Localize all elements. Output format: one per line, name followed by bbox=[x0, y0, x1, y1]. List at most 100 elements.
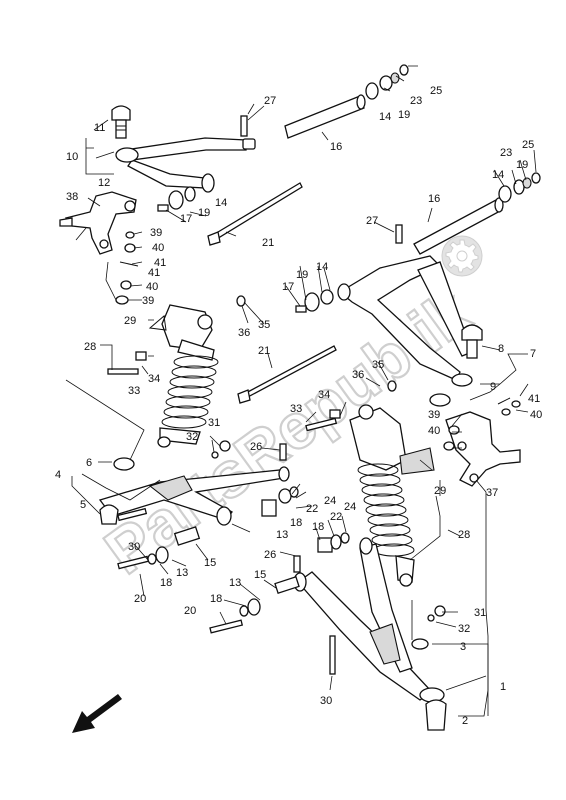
small-parts-left bbox=[115, 231, 139, 305]
callout-38: 38 bbox=[66, 191, 78, 203]
shock-absorber-right bbox=[349, 404, 435, 587]
callout-40c: 40 bbox=[428, 425, 440, 437]
callout-35a: 35 bbox=[258, 319, 270, 331]
callout-10: 10 bbox=[66, 151, 78, 163]
knuckle-right bbox=[429, 393, 521, 487]
callout-41b: 41 bbox=[148, 267, 160, 279]
callout-9: 9 bbox=[490, 381, 496, 393]
callout-13b: 13 bbox=[276, 529, 288, 541]
callout-19b: 19 bbox=[198, 207, 210, 219]
callout-40b: 40 bbox=[146, 281, 158, 293]
callout-22a: 22 bbox=[306, 503, 318, 515]
watermark: PartsRepublik bbox=[92, 276, 483, 587]
callout-20b: 20 bbox=[184, 605, 196, 617]
callout-32a: 32 bbox=[186, 431, 198, 443]
callout-18b: 18 bbox=[290, 517, 302, 529]
callout-25b: 25 bbox=[522, 139, 534, 151]
ball-joint-upper-left bbox=[111, 105, 131, 139]
callout-14d: 14 bbox=[492, 169, 504, 181]
callout-19d: 19 bbox=[516, 159, 528, 171]
callout-13a: 13 bbox=[176, 567, 188, 579]
callout-8: 8 bbox=[498, 343, 504, 355]
lower-left-hardware bbox=[117, 443, 299, 570]
callout-30b: 30 bbox=[320, 695, 332, 707]
callout-19c: 19 bbox=[296, 269, 308, 281]
callout-30a: 30 bbox=[128, 541, 140, 553]
callout-34a: 34 bbox=[148, 373, 160, 385]
callout-21b: 21 bbox=[258, 345, 270, 357]
callout-3: 3 bbox=[460, 641, 466, 653]
callout-31a: 31 bbox=[208, 417, 220, 429]
small-parts-right bbox=[443, 397, 521, 451]
bushings-left bbox=[157, 186, 196, 212]
callout-24a: 24 bbox=[324, 495, 336, 507]
callout-34b: 34 bbox=[318, 389, 330, 401]
callout-14c: 14 bbox=[316, 261, 328, 273]
callout-39b: 39 bbox=[142, 295, 154, 307]
callout-22b: 22 bbox=[330, 511, 342, 523]
callout-18c: 18 bbox=[312, 521, 324, 533]
callout-23a: 23 bbox=[410, 95, 422, 107]
upper-arm-left bbox=[115, 94, 366, 193]
leader-lines bbox=[65, 65, 537, 717]
callout-15a: 15 bbox=[204, 557, 216, 569]
callout-25a: 25 bbox=[430, 85, 442, 97]
callout-37: 37 bbox=[486, 487, 498, 499]
callout-numbers: 1 2 3 4 5 6 7 8 9 10 11 12 13 13 13 14 1… bbox=[55, 85, 542, 727]
grease-nipple-upper-left bbox=[240, 115, 248, 137]
callout-36b: 36 bbox=[352, 369, 364, 381]
lower-arm-left bbox=[98, 457, 290, 526]
callout-11: 11 bbox=[94, 122, 105, 134]
lower-arm-right bbox=[293, 537, 445, 703]
callout-4: 4 bbox=[55, 469, 61, 481]
callout-33b: 33 bbox=[290, 403, 302, 415]
shock-absorber-left bbox=[148, 304, 219, 448]
callout-21a: 21 bbox=[262, 237, 274, 249]
callout-16a: 16 bbox=[330, 141, 342, 153]
direction-arrow-icon bbox=[72, 694, 122, 733]
callout-28b: 28 bbox=[458, 529, 470, 541]
pivot-bolt-right bbox=[237, 345, 337, 404]
callout-35b: 35 bbox=[372, 359, 384, 371]
callout-17b: 17 bbox=[282, 281, 294, 293]
callout-6: 6 bbox=[86, 457, 92, 469]
ball-joint-upper-right bbox=[461, 324, 483, 359]
callout-18d: 18 bbox=[210, 593, 222, 605]
callout-36a: 36 bbox=[238, 327, 250, 339]
callout-40a: 40 bbox=[152, 242, 164, 254]
callout-26a: 26 bbox=[250, 441, 262, 453]
callout-23b: 23 bbox=[500, 147, 512, 159]
callout-39c: 39 bbox=[428, 409, 440, 421]
callout-19a: 19 bbox=[398, 109, 410, 121]
callout-2: 2 bbox=[462, 715, 468, 727]
callout-39a: 39 bbox=[150, 227, 162, 239]
bushings-right bbox=[295, 172, 541, 313]
callout-32b: 32 bbox=[458, 623, 470, 635]
callout-29b: 29 bbox=[434, 485, 446, 497]
callout-40d: 41 bbox=[528, 393, 540, 405]
washers-top bbox=[365, 64, 409, 100]
callout-14a: 14 bbox=[379, 111, 391, 123]
lower-right-hardware bbox=[209, 532, 447, 731]
gear-icon bbox=[441, 235, 483, 277]
callout-15b: 15 bbox=[254, 569, 266, 581]
callout-18a: 18 bbox=[160, 577, 172, 589]
callout-12: 12 bbox=[98, 177, 110, 189]
callout-14b: 14 bbox=[215, 197, 227, 209]
callout-24b: 24 bbox=[344, 501, 356, 513]
callout-41a: 41 bbox=[154, 257, 166, 269]
callout-39d: 40 bbox=[530, 409, 542, 421]
shock-hardware-right bbox=[305, 380, 446, 622]
pivot-bolt-left bbox=[207, 182, 303, 246]
callout-5: 5 bbox=[80, 499, 86, 511]
callout-29a: 29 bbox=[124, 315, 136, 327]
callout-26b: 26 bbox=[264, 549, 276, 561]
callout-27a: 27 bbox=[264, 95, 276, 107]
callout-33a: 33 bbox=[128, 385, 140, 397]
callout-31b: 31 bbox=[474, 607, 486, 619]
callout-13c: 13 bbox=[229, 577, 241, 589]
callout-7: 7 bbox=[530, 348, 536, 360]
callout-20a: 20 bbox=[134, 593, 146, 605]
callout-27b: 27 bbox=[366, 215, 378, 227]
